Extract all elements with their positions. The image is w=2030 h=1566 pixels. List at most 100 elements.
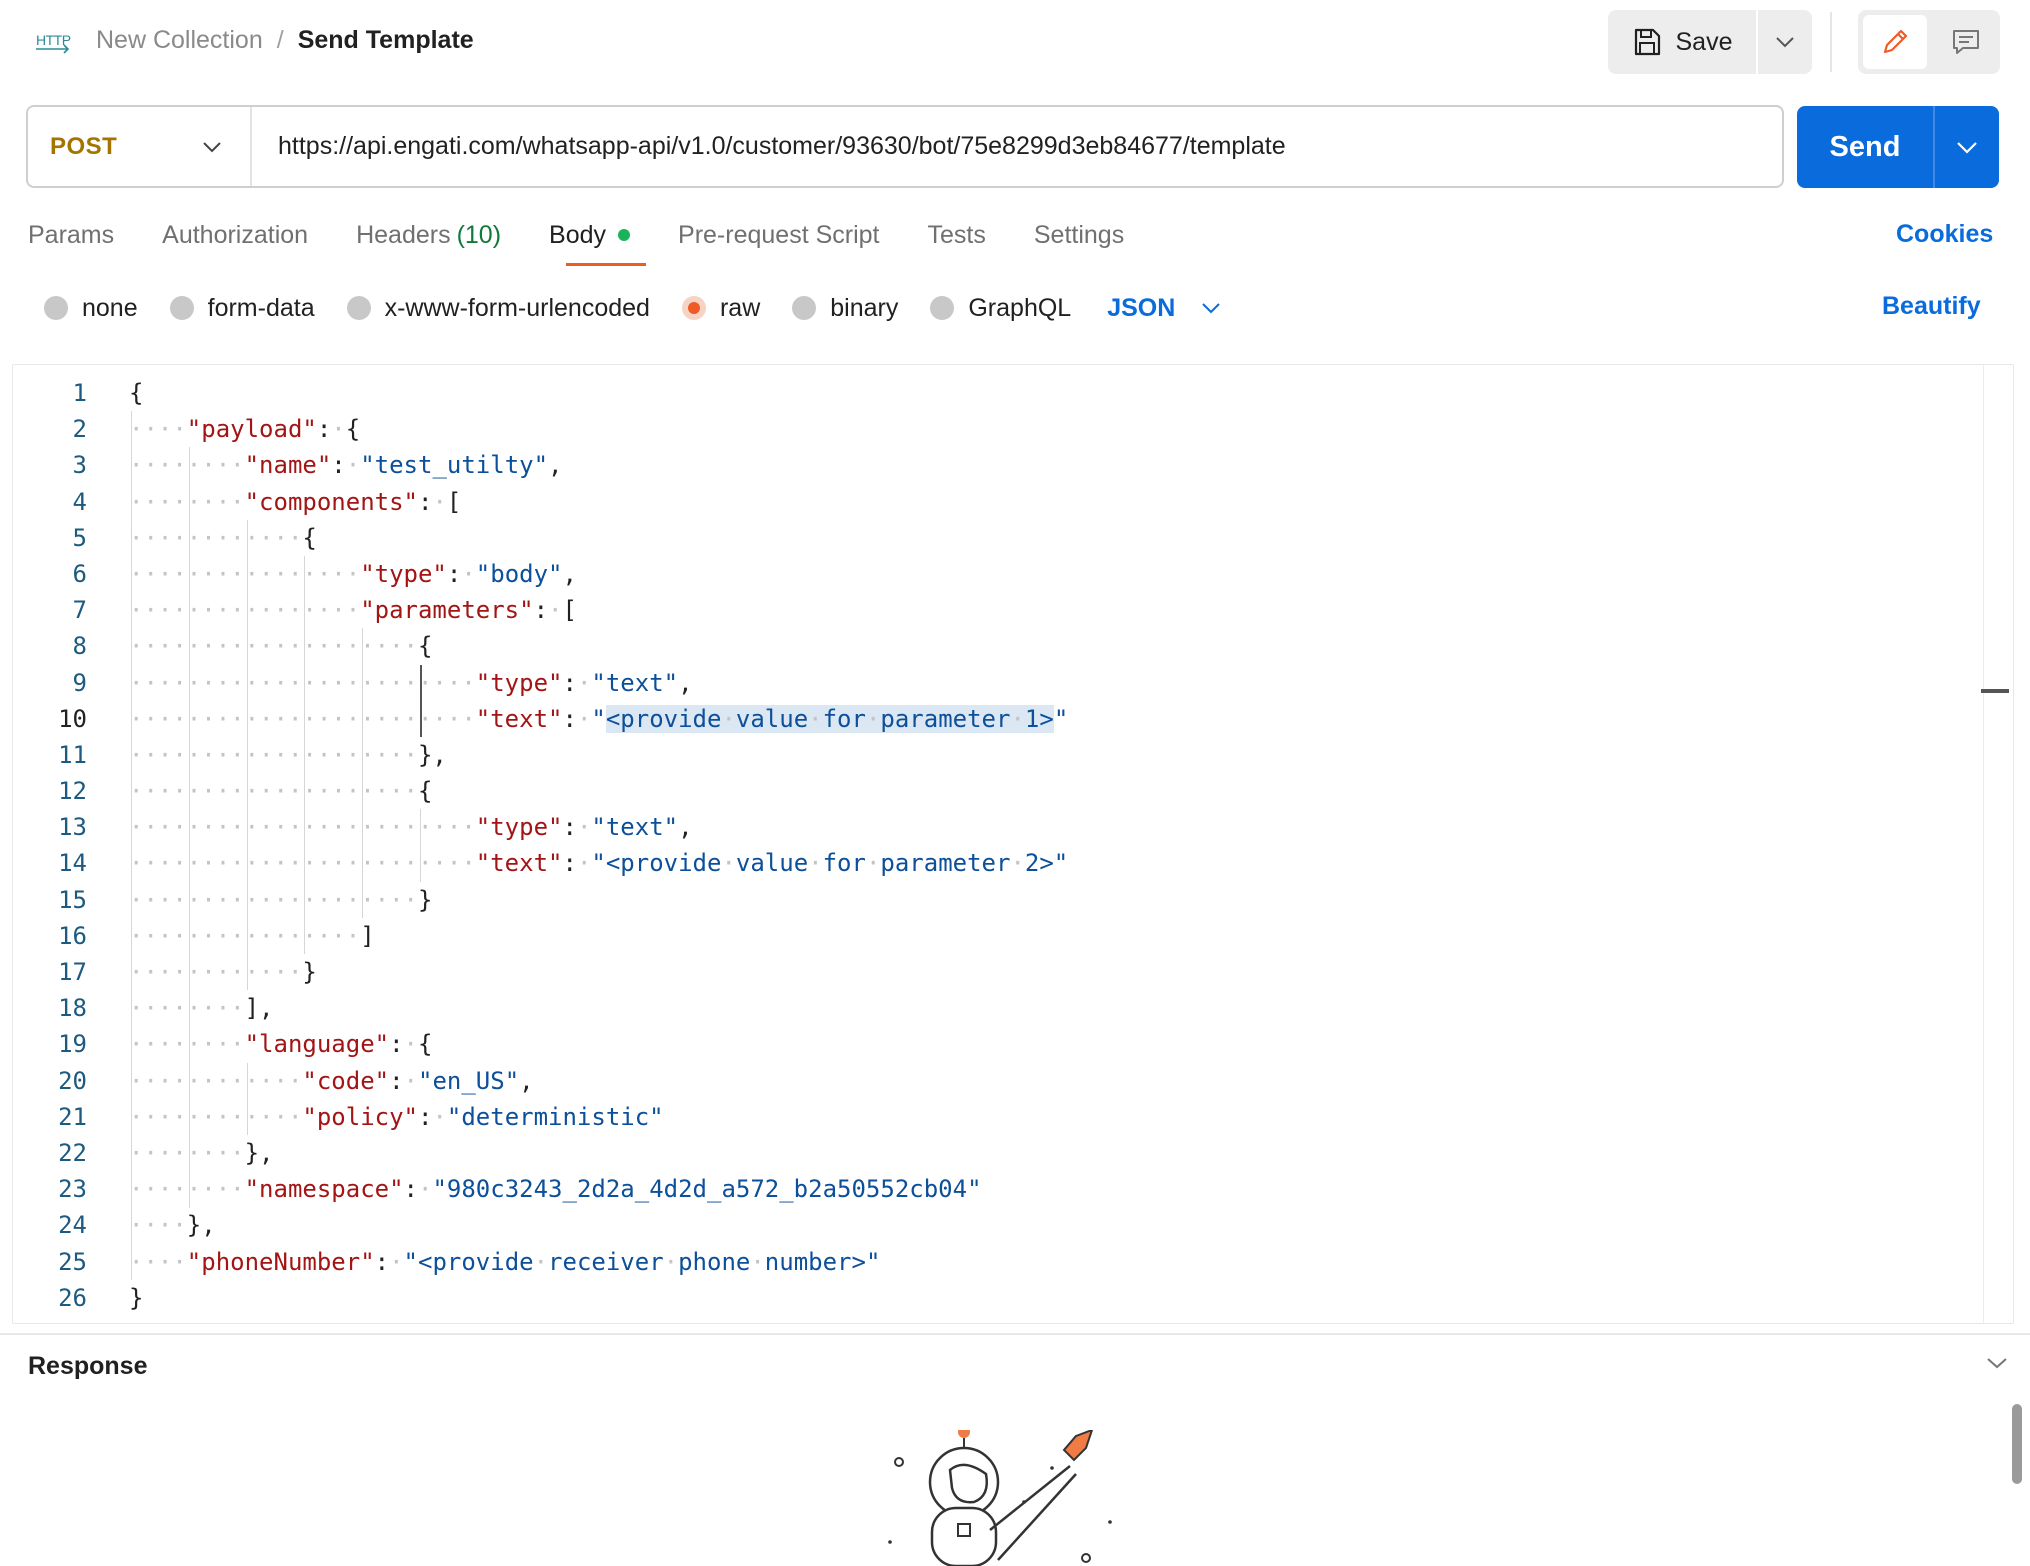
code-text: ························"text":·"<provid… <box>129 704 1069 733</box>
code-line[interactable]: 19········"language":·{ <box>13 1026 1973 1062</box>
body-type-raw[interactable]: raw <box>681 293 761 323</box>
radio-button-selected[interactable] <box>681 296 706 320</box>
comments-button[interactable] <box>1938 15 1994 69</box>
body-type-graphql[interactable]: GraphQL <box>930 294 1071 323</box>
headers-count-badge: (10) <box>456 220 502 249</box>
code-line[interactable]: 25····"phoneNumber":·"<provide·receiver·… <box>13 1244 1973 1280</box>
body-type-urlencoded[interactable]: x-www-form-urlencoded <box>346 293 650 323</box>
save-button[interactable]: Save <box>1608 10 1756 74</box>
code-text: ····"payload":·{ <box>129 415 361 444</box>
code-line[interactable]: 23········"namespace":·"980c3243_2d2a_4d… <box>13 1171 1973 1207</box>
code-line[interactable]: 9························"type":·"text", <box>13 665 1973 701</box>
tab-settings[interactable]: Settings <box>1034 218 1124 252</box>
indent-guide <box>188 447 190 1208</box>
tab-prerequest-script[interactable]: Pre-request Script <box>678 218 879 252</box>
header-divider <box>1830 12 1832 72</box>
body-type-raw-label: raw <box>719 293 761 322</box>
code-line[interactable]: 22········}, <box>13 1135 1973 1171</box>
request-title[interactable]: Send Template <box>297 26 474 54</box>
tab-params[interactable]: Params <box>28 218 114 252</box>
code-line[interactable]: 1{ <box>13 375 1973 411</box>
code-lines[interactable]: 1{2····"payload":·{3········"name":·"tes… <box>13 375 1973 1316</box>
line-number: 1 <box>72 379 87 407</box>
body-type-none[interactable]: none <box>44 294 138 323</box>
line-number: 3 <box>72 451 87 480</box>
send-button[interactable]: Send <box>1829 130 1901 163</box>
code-line[interactable]: 2····"payload":·{ <box>13 411 1973 447</box>
line-number: 13 <box>58 813 87 842</box>
tab-authorization[interactable]: Authorization <box>162 218 308 252</box>
tab-tests-label: Tests <box>927 220 986 249</box>
code-line[interactable]: 15····················} <box>13 882 1973 918</box>
raw-language-select[interactable]: JSON <box>1107 294 1221 323</box>
chevron-down-icon <box>1202 303 1221 314</box>
tab-body-label: Body <box>549 220 607 249</box>
code-line[interactable]: 6 ················"type":·"body", <box>13 556 1973 592</box>
body-type-form-data[interactable]: form-data <box>169 294 315 323</box>
code-line[interactable]: 12····················{ <box>13 773 1973 809</box>
breadcrumb-collection[interactable]: New Collection <box>96 26 263 54</box>
radio-button[interactable] <box>792 296 817 320</box>
line-number: 7 <box>72 596 87 625</box>
code-line[interactable]: 24····}, <box>13 1207 1973 1243</box>
code-line[interactable]: 26} <box>13 1280 1973 1316</box>
line-number: 16 <box>58 921 87 950</box>
url-input[interactable]: https://api.engati.com/whatsapp-api/v1.0… <box>278 132 1286 160</box>
radio-button[interactable] <box>44 296 68 320</box>
tab-prerequest-label: Pre-request Script <box>678 220 880 249</box>
method-select[interactable]: POST <box>28 107 252 186</box>
line-number: 8 <box>72 632 87 661</box>
chevron-down-icon[interactable] <box>1986 1356 2008 1370</box>
code-line[interactable]: 16················] <box>13 918 1973 954</box>
response-divider[interactable] <box>0 1333 2030 1335</box>
code-text: { <box>129 379 144 407</box>
code-text: ················"type":·"body", <box>129 559 577 588</box>
line-number: 24 <box>58 1211 87 1240</box>
code-line[interactable]: 4········"components":·[ <box>13 484 1973 520</box>
line-number: 18 <box>58 994 87 1023</box>
code-text: } <box>129 1283 144 1312</box>
body-type-binary[interactable]: binary <box>792 294 898 323</box>
tab-tests[interactable]: Tests <box>928 218 986 252</box>
code-line[interactable]: 7 ················"parameters":·[ <box>13 592 1973 628</box>
radio-button[interactable] <box>346 296 371 320</box>
code-text: ········"name":·"test_utilty", <box>129 451 563 480</box>
code-line[interactable]: 17············} <box>13 954 1973 990</box>
code-line[interactable]: 11····················}, <box>13 737 1973 773</box>
indent-guide <box>420 809 421 882</box>
code-line[interactable]: 14························"text":·"<prov… <box>13 845 1973 881</box>
line-number: 6 <box>72 559 87 588</box>
send-options-button[interactable] <box>1933 106 1999 188</box>
editor-cursor-marker <box>1981 689 2009 693</box>
editor-scrollbar[interactable] <box>1983 365 2013 1323</box>
edit-mode-button[interactable] <box>1863 15 1927 69</box>
tab-body[interactable]: Body <box>549 218 631 252</box>
tab-params-label: Params <box>28 220 115 249</box>
indent-guide <box>246 1062 248 1136</box>
body-type-binary-label: binary <box>830 293 899 322</box>
code-line[interactable]: 3 ········"name":·"test_utilty", <box>13 447 1973 483</box>
body-type-selector: none form-data x-www-form-urlencoded raw… <box>44 290 1221 326</box>
code-line[interactable]: 18········], <box>13 990 1973 1026</box>
code-editor[interactable]: 1{2····"payload":·{3········"name":·"tes… <box>12 364 2014 1324</box>
body-modified-dot <box>618 229 631 241</box>
code-line[interactable]: 10························"text":·"<prov… <box>13 701 1973 737</box>
code-line[interactable]: 20············"code":·"en_US", <box>13 1063 1973 1099</box>
code-text: ········"components":·[ <box>129 487 462 516</box>
line-number: 5 <box>72 523 87 552</box>
body-type-urlencoded-label: x-www-form-urlencoded <box>384 293 650 322</box>
code-line[interactable]: 13························"type":·"text"… <box>13 809 1973 845</box>
code-text: ············} <box>129 958 317 986</box>
code-line[interactable]: 21············"policy":·"deterministic" <box>13 1099 1973 1135</box>
radio-button[interactable] <box>169 296 194 320</box>
beautify-button[interactable]: Beautify <box>1882 292 1981 320</box>
code-text: ················"parameters":·[ <box>129 596 577 625</box>
tab-headers[interactable]: Headers(10) <box>356 218 501 252</box>
radio-button[interactable] <box>930 296 955 320</box>
code-line[interactable]: 8····················{ <box>13 628 1973 664</box>
cookies-link[interactable]: Cookies <box>1896 220 1994 248</box>
save-options-button[interactable] <box>1756 10 1812 74</box>
code-line[interactable]: 5············{ <box>13 520 1973 556</box>
page-scrollbar[interactable] <box>2012 1404 2022 1484</box>
save-button-group: Save <box>1608 10 1812 74</box>
